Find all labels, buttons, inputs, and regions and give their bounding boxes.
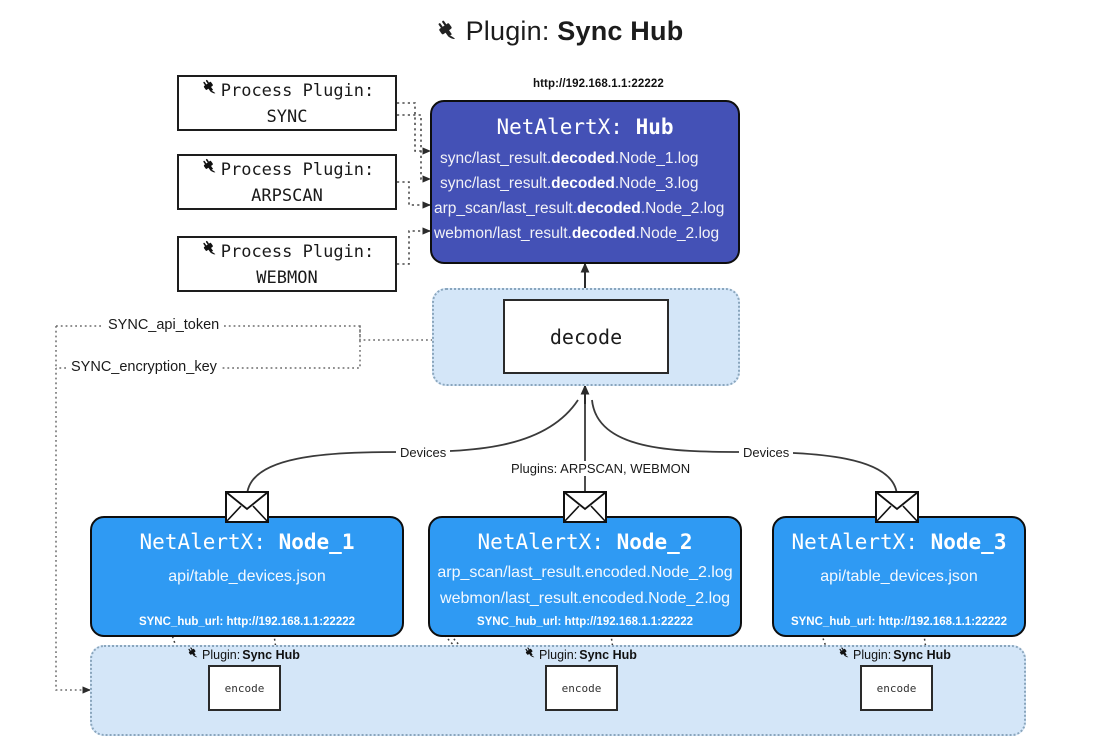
edge-label-plugins-center: Plugins: ARPSCAN, WEBMON (507, 461, 695, 476)
plugin-tag-sync-hub: Plugin: Sync Hub (837, 646, 951, 663)
node-line-list: arp_scan/last_result.encoded.Node_2.log … (430, 560, 740, 611)
envelope-icon (563, 491, 607, 528)
hub-url-label: http://192.168.1.1:22222 (533, 78, 664, 90)
process-plugin-name: SYNC (266, 107, 308, 127)
page-title-prefix: Plugin: (465, 16, 558, 46)
process-plugin-name: ARPSCAN (251, 186, 323, 206)
page-title: Plugin: Sync Hub (0, 16, 1117, 51)
node-line: webmon/last_result.encoded.Node_2.log (440, 589, 730, 607)
node-line: api/table_devices.json (820, 568, 978, 585)
sync-api-token-label: SYNC_api_token (103, 317, 225, 333)
plug-icon (837, 646, 851, 663)
plugin-tag-prefix: Plugin: (539, 647, 578, 662)
process-plugin-box-webmon[interactable]: Process Plugin: WEBMON (177, 236, 397, 292)
process-plugin-box-arpscan[interactable]: Process Plugin: ARPSCAN (177, 154, 397, 210)
node-hub-url: SYNC_hub_url: http://192.168.1.1:22222 (790, 616, 1008, 628)
plug-icon (200, 157, 219, 184)
hub-log-line: sync/last_result.decoded.Node_3.log (440, 175, 699, 193)
plug-icon (200, 239, 219, 266)
page-title-name: Sync Hub (557, 16, 684, 46)
plug-icon (434, 18, 460, 51)
envelope-icon (225, 491, 269, 528)
node-title: NetAlertX: Node_2 (477, 530, 693, 554)
node-3[interactable]: NetAlertX: Node_3 api/table_devices.json… (772, 516, 1026, 637)
plugin-tag-name: Sync Hub (893, 647, 951, 662)
decode-box[interactable]: decode (503, 299, 669, 374)
process-plugin-label: Process Plugin: (220, 242, 375, 263)
hub-node[interactable]: NetAlertX: Hub sync/last_result.decoded.… (430, 100, 740, 264)
plugin-tag-sync-hub: Plugin: Sync Hub (186, 646, 300, 663)
node-line-list: api/table_devices.json (92, 564, 402, 590)
node-title: NetAlertX: Node_3 (791, 530, 1007, 554)
hub-log-line: sync/last_result.decoded.Node_1.log (440, 150, 699, 167)
hub-title-name: Hub (635, 115, 674, 139)
encode-box[interactable]: encode (208, 665, 281, 711)
plugin-tag-name: Sync Hub (579, 647, 637, 662)
node-hub-url: SYNC_hub_url: http://192.168.1.1:22222 (476, 616, 694, 628)
encode-box[interactable]: encode (545, 665, 618, 711)
node-line: api/table_devices.json (168, 568, 326, 585)
plug-icon (200, 78, 219, 105)
plugin-tag-prefix: Plugin: (202, 647, 241, 662)
node-line-list: api/table_devices.json (774, 564, 1024, 590)
node-1[interactable]: NetAlertX: Node_1 api/table_devices.json… (90, 516, 404, 637)
encode-box[interactable]: encode (860, 665, 933, 711)
hub-title-prefix: NetAlertX: (496, 115, 636, 139)
plug-icon (523, 646, 537, 663)
process-plugin-box-sync[interactable]: Process Plugin: SYNC (177, 75, 397, 131)
encode-label: encode (561, 681, 602, 695)
plugin-tag-sync-hub: Plugin: Sync Hub (523, 646, 637, 663)
envelope-icon (875, 491, 919, 528)
hub-log-line: arp_scan/last_result.decoded.Node_2.log (434, 200, 725, 218)
encode-label: encode (876, 681, 917, 695)
hub-log-line: webmon/last_result.decoded.Node_2.log (434, 225, 720, 243)
node-hub-url: SYNC_hub_url: http://192.168.1.1:22222 (138, 616, 356, 628)
process-plugin-name: WEBMON (256, 268, 318, 288)
encode-label: encode (224, 681, 265, 695)
plug-icon (186, 646, 200, 663)
node-2[interactable]: NetAlertX: Node_2 arp_scan/last_result.e… (428, 516, 742, 637)
sync-encryption-key-label: SYNC_encryption_key (66, 359, 222, 375)
edge-label-devices-right: Devices (739, 445, 794, 460)
hub-title: NetAlertX: Hub (432, 115, 738, 139)
decode-label: decode (549, 324, 623, 349)
plugin-tag-name: Sync Hub (242, 647, 300, 662)
hub-log-list: sync/last_result.decoded.Node_1.log sync… (432, 146, 738, 246)
process-plugin-label: Process Plugin: (220, 81, 375, 102)
node-line: arp_scan/last_result.encoded.Node_2.log (437, 564, 733, 581)
process-plugin-label: Process Plugin: (220, 160, 375, 181)
plugin-tag-prefix: Plugin: (853, 647, 892, 662)
node-title: NetAlertX: Node_1 (139, 530, 355, 554)
edge-label-devices-left: Devices (396, 445, 451, 460)
